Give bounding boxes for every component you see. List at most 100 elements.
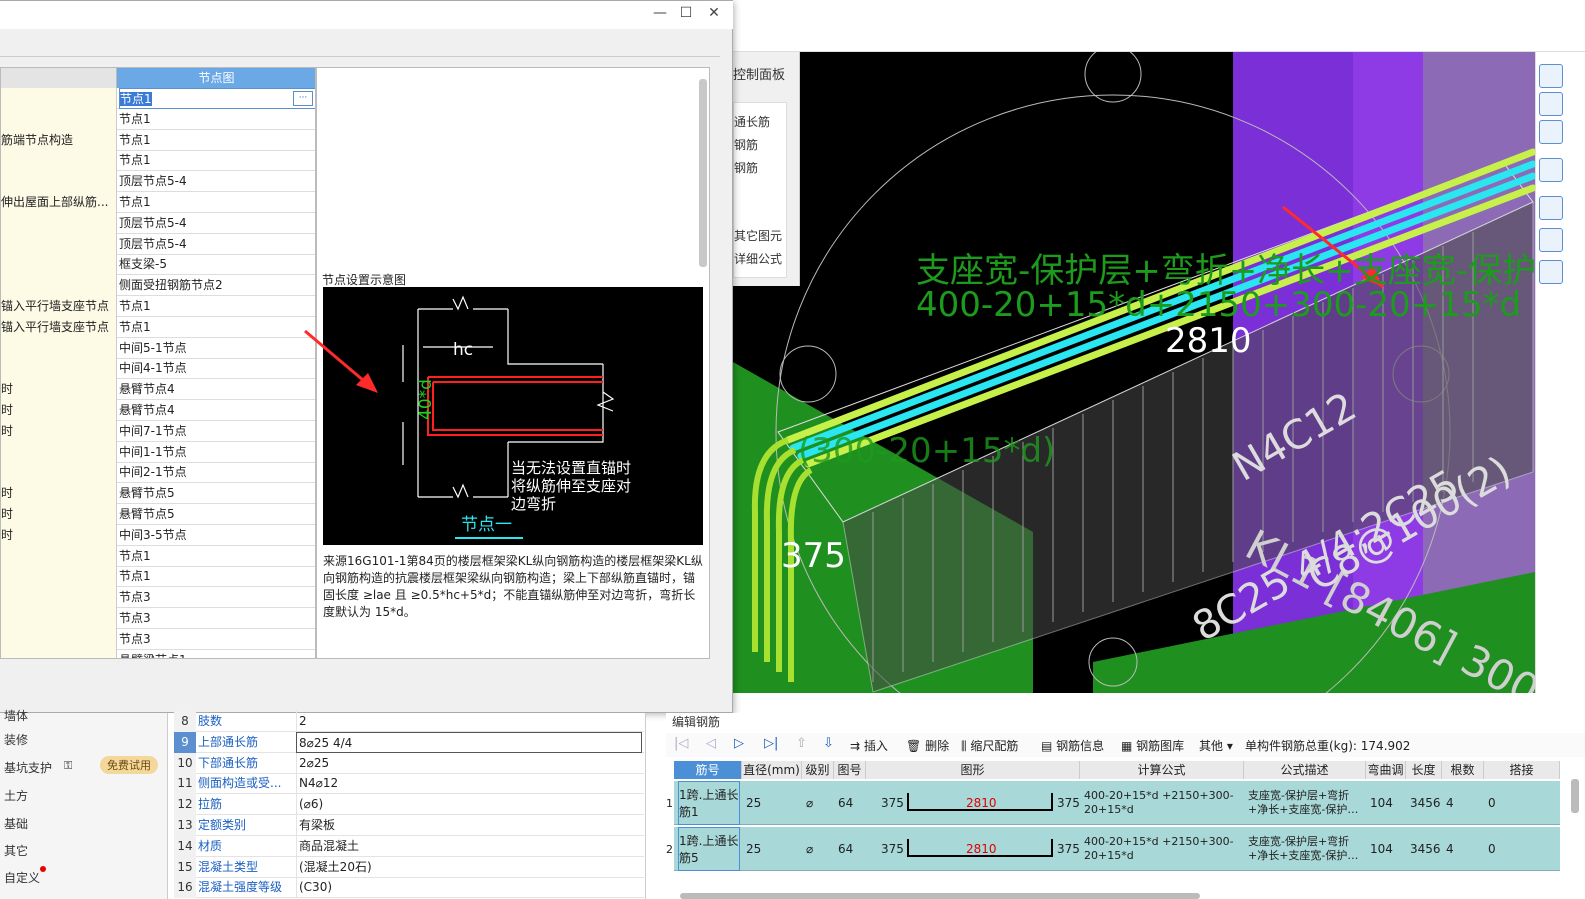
grid-row-value[interactable]: 悬臂节点5	[119, 507, 175, 521]
close-button[interactable]: ✕	[708, 5, 720, 21]
grid-row-value[interactable]: 中间2-1节点	[119, 465, 187, 480]
column-header[interactable]: 公式描述	[1244, 761, 1366, 779]
cube-icon[interactable]	[1539, 228, 1563, 252]
cell-desc[interactable]: 支座宽-保护层+弯折 +净长+支座宽-保护…	[1248, 789, 1359, 816]
grid-row[interactable]: 时悬臂节点4	[1, 400, 315, 421]
grid-row[interactable]: 时中间7-1节点	[1, 420, 315, 442]
grid-row[interactable]: 时悬臂节点4	[1, 379, 315, 401]
grid-row-value[interactable]: 中间3-5节点	[119, 527, 187, 542]
cell-grade[interactable]: ⌀	[806, 842, 814, 856]
grid-row-value[interactable]: 节点1	[119, 111, 151, 126]
grid-row-value[interactable]: 节点1	[119, 132, 151, 147]
column-header[interactable]: 图号	[834, 761, 866, 779]
grid-row-value[interactable]: 节点1	[119, 569, 151, 584]
cell-desc[interactable]: 支座宽-保护层+弯折 +净长+支座宽-保护…	[1248, 835, 1359, 862]
rebar-info-button[interactable]: ▤ 钢筋信息	[1041, 739, 1105, 753]
property-value[interactable]: N4⌀12	[296, 773, 642, 795]
editor-vscroll[interactable]	[1571, 779, 1579, 813]
grid-row[interactable]: 节点1	[1, 150, 315, 172]
prev-icon[interactable]: ◁	[706, 736, 716, 751]
render-mode-icon[interactable]	[1539, 158, 1563, 182]
property-value[interactable]: 有梁板	[296, 815, 642, 836]
property-value[interactable]: 8⌀25 4/4	[296, 731, 642, 753]
cell-name[interactable]: 1跨.上通长筋5	[678, 827, 740, 871]
column-header[interactable]: 弯曲调整	[1366, 761, 1406, 795]
minimize-button[interactable]: —	[653, 5, 667, 21]
cell-lap[interactable]: 0	[1488, 842, 1496, 856]
maximize-button[interactable]: ☐	[679, 5, 693, 21]
column-header[interactable]: 图形	[866, 761, 1080, 779]
ellipsis-button[interactable]: ···	[293, 91, 313, 106]
grid-row[interactable]: 节点3	[1, 587, 315, 609]
grid-row-value[interactable]: 顶层节点5-4	[119, 174, 187, 189]
tree-item-other[interactable]: 其它	[4, 844, 29, 858]
rotation-handle-top[interactable]	[1084, 52, 1142, 103]
grid-row-value[interactable]: 节点1	[119, 319, 151, 334]
cell-count[interactable]: 4	[1446, 842, 1454, 856]
2d-view-icon[interactable]	[1539, 92, 1563, 116]
column-header[interactable]: 长度	[1406, 761, 1442, 779]
display-settings-icon[interactable]	[1539, 260, 1563, 284]
grid-row-value[interactable]: 节点3	[119, 590, 151, 605]
grid-row[interactable]: 节点3	[1, 608, 315, 629]
delete-button[interactable]: 🗑 删除	[906, 739, 950, 753]
cell-bend[interactable]: 104	[1370, 796, 1393, 810]
grid-row-value[interactable]: 悬臂节点4	[119, 403, 175, 417]
grid-row-value[interactable]: 中间5-1节点	[119, 340, 187, 355]
tree-item-earthwork[interactable]: 土方	[4, 789, 29, 803]
grid-row[interactable]: 时悬臂节点5	[1, 504, 315, 525]
tree-item-custom[interactable]: 自定义	[4, 871, 41, 885]
column-header[interactable]: 根数	[1442, 761, 1484, 779]
grid-row[interactable]: 锚入平行墙支座节点节点1	[1, 316, 315, 338]
cell-grade[interactable]: ⌀	[806, 796, 814, 810]
ctrl-item-other[interactable]: 其它图元	[734, 229, 783, 243]
grid-row-value[interactable]: 节点1	[119, 195, 151, 209]
3d-viewport[interactable]: 支座宽-保护层+弯折+净长+支座宽-保护 400-20+15*d+2150+30…	[733, 52, 1535, 693]
next-icon[interactable]: ▷	[734, 736, 744, 751]
grid-row[interactable]: 框支梁-5	[1, 254, 315, 276]
ctrl-item-rebar-1[interactable]: 钢筋	[734, 138, 759, 152]
cell-formula[interactable]: 400-20+15*d +2150+300-20+15*d	[1084, 789, 1234, 816]
cell-fig[interactable]: 64	[838, 842, 854, 856]
grid-row[interactable]: 中间4-1节点	[1, 358, 315, 380]
property-value[interactable]: (⌀6)	[296, 794, 642, 816]
cell-count[interactable]: 4	[1446, 796, 1454, 810]
rebar-library-button[interactable]: ▦ 钢筋图库	[1121, 739, 1185, 753]
grid-row-value[interactable]: 悬臂节点5	[119, 486, 175, 501]
editor-hscroll[interactable]	[680, 893, 1200, 899]
cell-len[interactable]: 3456	[1410, 796, 1441, 810]
grid-row-value-selected[interactable]: 节点1	[120, 92, 152, 106]
column-header[interactable]: 筋号	[674, 761, 742, 779]
scale-rebar-button[interactable]: ⫼ 缩尺配筋	[961, 739, 1019, 753]
property-value[interactable]: (C30)	[296, 877, 642, 899]
cell-lap[interactable]: 0	[1488, 796, 1496, 810]
grid-row[interactable]: 顶层节点5-4	[1, 171, 315, 193]
rotation-handle-bottom[interactable]	[1088, 637, 1138, 687]
cell-bend[interactable]: 104	[1370, 842, 1393, 856]
tree-item-decoration[interactable]: 装修	[4, 733, 29, 747]
column-header[interactable]: 计算公式	[1080, 761, 1244, 779]
column-header[interactable]: 级别	[802, 761, 834, 779]
tree-item-wall[interactable]: 墙体	[4, 709, 29, 723]
move-down-icon[interactable]: ⇩	[823, 736, 834, 751]
column-header[interactable]: 直径(mm)	[742, 761, 802, 779]
ctrl-item-longitudinal[interactable]: 通长筋	[734, 115, 771, 129]
grid-row[interactable]: 悬臂梁节点1	[1, 649, 315, 658]
diagram-scrollbar[interactable]	[699, 79, 707, 267]
first-icon[interactable]: |◁	[674, 736, 689, 751]
grid-row[interactable]: 节点1	[1, 566, 315, 588]
grid-row[interactable]: 顶层节点5-4	[1, 212, 315, 234]
grid-row-value[interactable]: 侧面受扭钢筋节点2	[119, 278, 223, 293]
property-value[interactable]: (混凝土20石)	[296, 856, 642, 878]
move-up-icon[interactable]: ⇧	[796, 736, 807, 751]
grid-row[interactable]: 中间1-1节点	[1, 441, 315, 463]
last-icon[interactable]: ▷|	[764, 736, 779, 751]
